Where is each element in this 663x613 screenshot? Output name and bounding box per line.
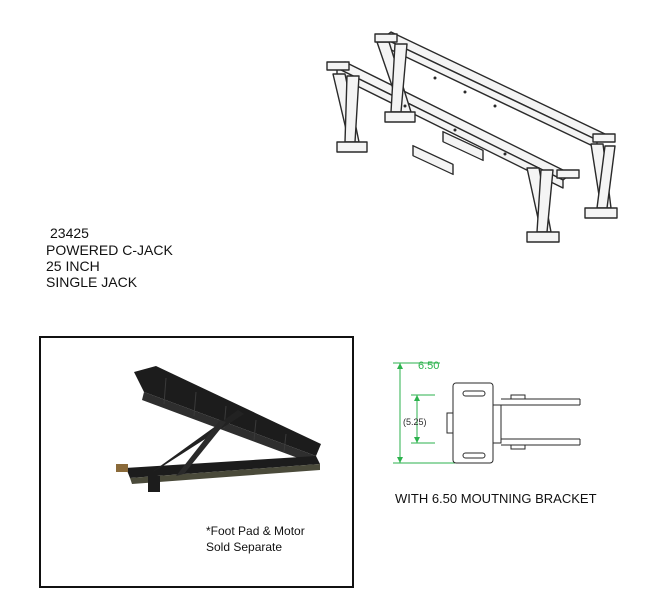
product-photo-frame: *Foot Pad & Motor Sold Separate: [39, 336, 354, 588]
jack-config: SINGLE JACK: [46, 274, 138, 290]
hole-dimension-label: (5.25): [403, 417, 427, 427]
mounting-bracket-drawing: 6.50 (5.25): [393, 360, 581, 464]
bracket-caption: WITH 6.50 MOUTNING BRACKET: [395, 491, 597, 506]
jack-photo: [116, 366, 321, 492]
part-number: 23425: [50, 225, 89, 241]
photo-note-line2: Sold Separate: [206, 540, 283, 554]
width-dimension-label: 6.50: [418, 360, 439, 372]
product-name: POWERED C-JACK: [46, 242, 173, 258]
jack-frame-drawing: [326, 31, 618, 243]
photo-note-line1: *Foot Pad & Motor: [206, 524, 305, 538]
jack-length: 25 INCH: [46, 258, 100, 274]
